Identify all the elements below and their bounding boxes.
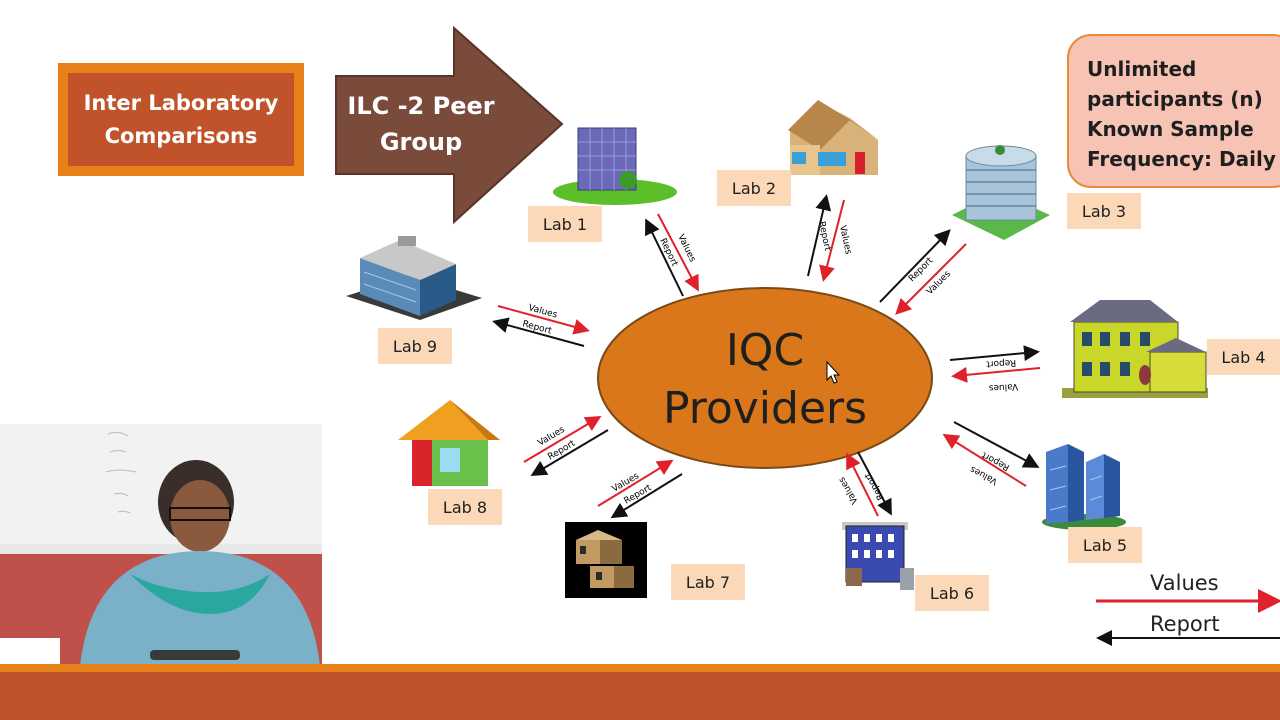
- info-line-1: Unlimited: [1087, 57, 1197, 81]
- lab7-arrows: Values Report: [597, 459, 683, 519]
- lab1-report-text: Report: [657, 237, 679, 269]
- lab3-arrows: Report Values: [879, 229, 967, 315]
- lab-label-3: Lab 3: [1067, 193, 1141, 229]
- lab3-values-text: Values: [925, 269, 953, 297]
- lab-label-2: Lab 2: [717, 170, 791, 206]
- lab8-arrows: Values Report: [523, 415, 609, 477]
- lab2-building-icon: [788, 100, 880, 175]
- lab4-arrows: Report Values: [949, 345, 1041, 393]
- lab4-report-text: Report: [986, 357, 1017, 369]
- lab7-building-icon: [565, 522, 647, 598]
- lab5-building-icon: [1042, 444, 1126, 530]
- lab6-report-text: Report: [863, 470, 887, 501]
- lab-label-1: Lab 1: [528, 206, 602, 242]
- info-box: Unlimited participants (n) Known Sample …: [1067, 34, 1280, 188]
- lab9-building-icon: [346, 236, 482, 320]
- slide-title: Inter Laboratory Comparisons: [83, 90, 279, 148]
- legend-report-label: Report: [1150, 612, 1220, 636]
- info-line-3: Known Sample: [1087, 117, 1254, 141]
- lab3-building-icon: [952, 145, 1050, 240]
- legend-values-label: Values: [1150, 571, 1219, 595]
- bottom-bar-accent: [0, 664, 1280, 672]
- iqc-providers-label: IQC Providers: [662, 325, 868, 434]
- lab5-report-text: Report: [980, 449, 1011, 472]
- lab1-arrows: Values Report: [645, 213, 699, 297]
- lab1-building-icon: [553, 127, 677, 205]
- lab-label-7: Lab 7: [671, 564, 745, 600]
- slide-title-inner: Inter Laboratory Comparisons: [68, 73, 294, 166]
- lab-label-5: Lab 5: [1068, 527, 1142, 563]
- slide-title-box: Inter Laboratory Comparisons: [58, 63, 304, 176]
- lab6-values-text: Values: [837, 475, 861, 506]
- lab2-arrows: Report Values: [807, 194, 853, 282]
- peer-group-arrow: [335, 26, 564, 225]
- peer-group-label: ILC -2 Peer Group: [347, 92, 495, 156]
- lab5-arrows: Report Values: [942, 421, 1040, 487]
- lab4-building-icon: [1062, 300, 1208, 398]
- lab8-building-icon: [398, 400, 500, 486]
- lab4-values-text: Values: [988, 381, 1018, 393]
- lab-label-9: Lab 9: [378, 328, 452, 364]
- lab2-values-text: Values: [837, 225, 853, 256]
- lab-label-8: Lab 8: [428, 489, 502, 525]
- lab-label-6: Lab 6: [915, 575, 989, 611]
- lab6-arrows: Report Values: [837, 451, 892, 517]
- lab6-building-icon: [842, 522, 914, 590]
- info-line-2: participants (n): [1087, 87, 1263, 111]
- mouse-cursor-icon: [826, 360, 841, 384]
- lab1-values-text: Values: [675, 233, 697, 264]
- bottom-bar: [0, 664, 1280, 720]
- lab9-arrows: Values Report: [492, 303, 590, 347]
- speaker-video-inset: [0, 424, 322, 666]
- lab-label-4: Lab 4: [1207, 339, 1280, 375]
- iqc-providers-ellipse: [597, 287, 933, 469]
- lab2-report-text: Report: [816, 221, 832, 253]
- info-line-4: Frequency: Daily: [1087, 147, 1276, 171]
